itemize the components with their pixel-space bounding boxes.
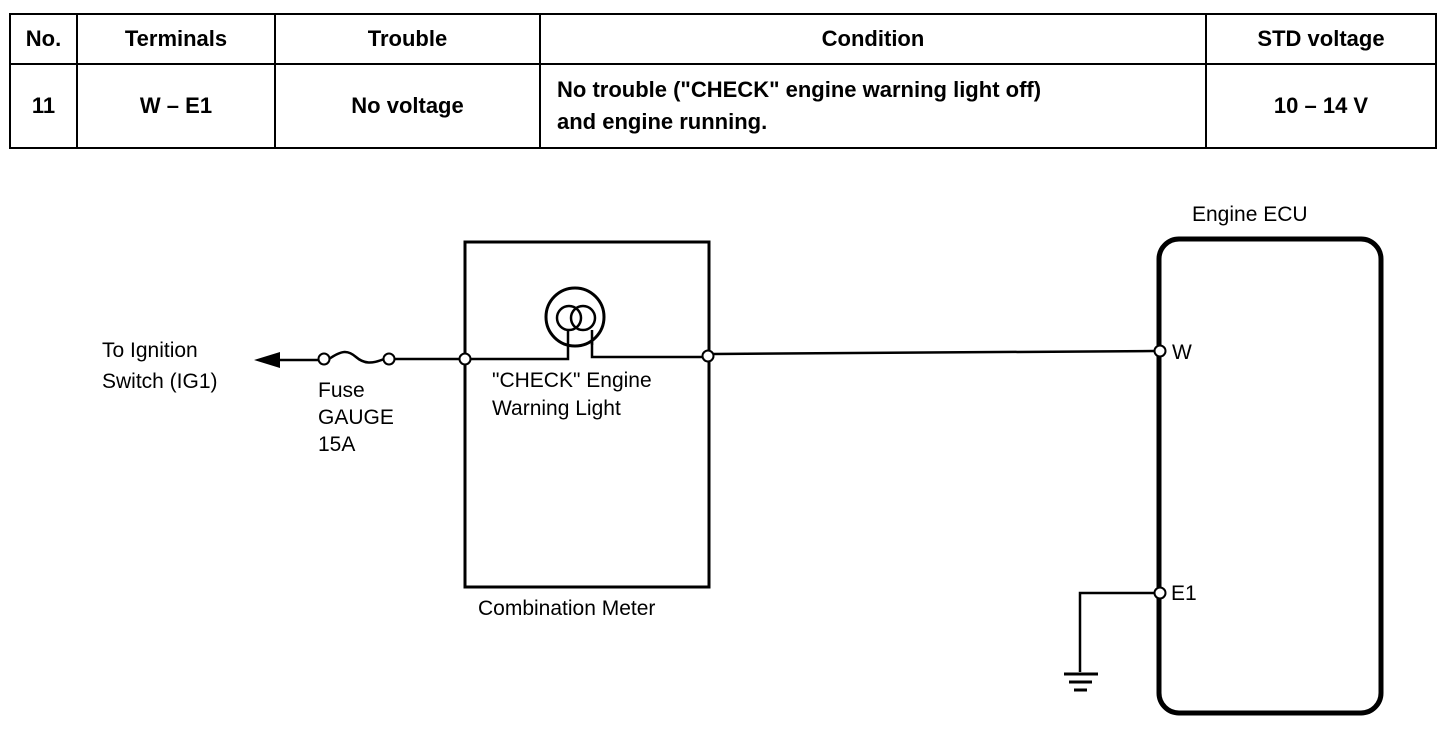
meter-terminal-left [458,352,472,366]
wire-meter-to-ecu [712,349,1155,356]
wire-e1-to-ground [1078,591,1154,672]
header-std-voltage: STD voltage [1205,13,1437,65]
cell-std-voltage: 10 – 14 V [1205,63,1437,149]
cell-terminals: W – E1 [76,63,276,149]
header-terminals: Terminals [76,13,276,65]
table-header-row: No. Terminals Trouble Condition STD volt… [9,13,1437,65]
ecu-terminal-w [1153,344,1167,358]
ecu-terminal-e1 [1153,586,1167,600]
header-no: No. [9,13,78,65]
terminal-e1-label: E1 [1171,582,1197,605]
warning-light-bulb-icon [544,286,606,348]
fuse-label-line-2: GAUGE [318,406,394,429]
fuse-symbol [328,350,385,364]
ignition-label-line-2: Switch (IG1) [102,370,218,393]
meter-terminal-right [701,349,715,363]
ignition-label-line-1: To Ignition [102,339,198,362]
header-trouble: Trouble [274,13,541,65]
fuse-terminal-right [382,352,396,366]
combination-meter-box [463,240,711,589]
engine-ecu-box [1156,236,1384,716]
engine-ecu-label: Engine ECU [1192,203,1308,226]
terminal-w-label: W [1172,341,1192,364]
warning-light-label-line-2: Warning Light [492,397,621,420]
combination-meter-label: Combination Meter [478,597,655,620]
fuse-label-line-3: 15A [318,433,355,456]
fuse-terminal-left [317,352,331,366]
header-condition: Condition [539,13,1207,65]
cell-trouble: No voltage [274,63,541,149]
warning-light-label-line-1: "CHECK" Engine [492,369,652,392]
condition-line-2: and engine running. [557,109,768,134]
condition-line-1: No trouble ("CHECK" engine warning light… [557,77,1042,102]
cell-no: 11 [9,63,78,149]
ignition-arrow [254,352,280,368]
spec-table: No. Terminals Trouble Condition STD volt… [9,13,1437,149]
table-row: 11 W – E1 No voltage No trouble ("CHECK"… [9,63,1437,149]
fuse-label-line-1: Fuse [318,379,365,402]
cell-condition: No trouble ("CHECK" engine warning light… [539,63,1207,149]
bulb-filament-right [569,304,597,332]
